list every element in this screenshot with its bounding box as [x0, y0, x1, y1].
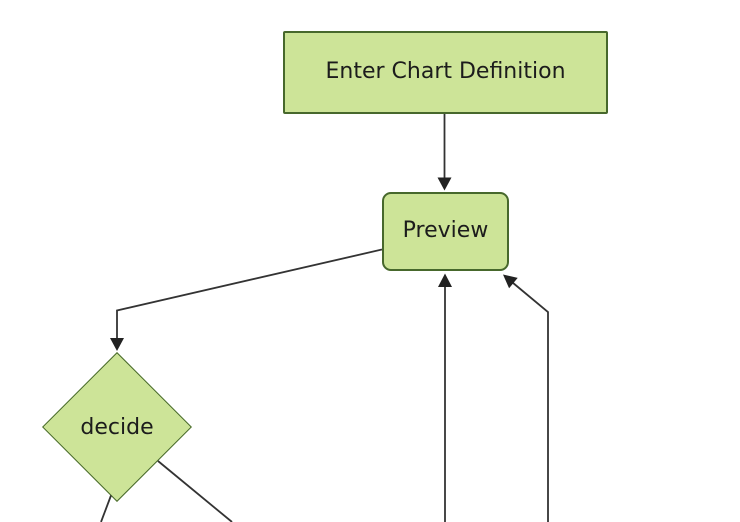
node-decide-label: decide — [80, 414, 154, 440]
node-preview-label: Preview — [402, 218, 489, 244]
node-enter-chart-definition: Enter Chart Definition — [283, 31, 608, 114]
node-preview: Preview — [382, 192, 509, 271]
edge-decide-to-bottom-right — [157, 460, 233, 522]
arrowhead-bottom-right-to-preview — [503, 274, 518, 289]
node-enter-chart-definition-label: Enter Chart Definition — [325, 59, 566, 85]
edge-preview-to-decide — [116, 248, 383, 339]
arrowhead-enter-to-preview — [437, 177, 452, 191]
edge-bottom-right-to-preview — [511, 281, 549, 522]
arrowhead-bottom-to-preview — [438, 273, 452, 287]
arrowhead-preview-to-decide — [110, 338, 124, 351]
edge-decide-to-bottom-left — [100, 495, 112, 522]
